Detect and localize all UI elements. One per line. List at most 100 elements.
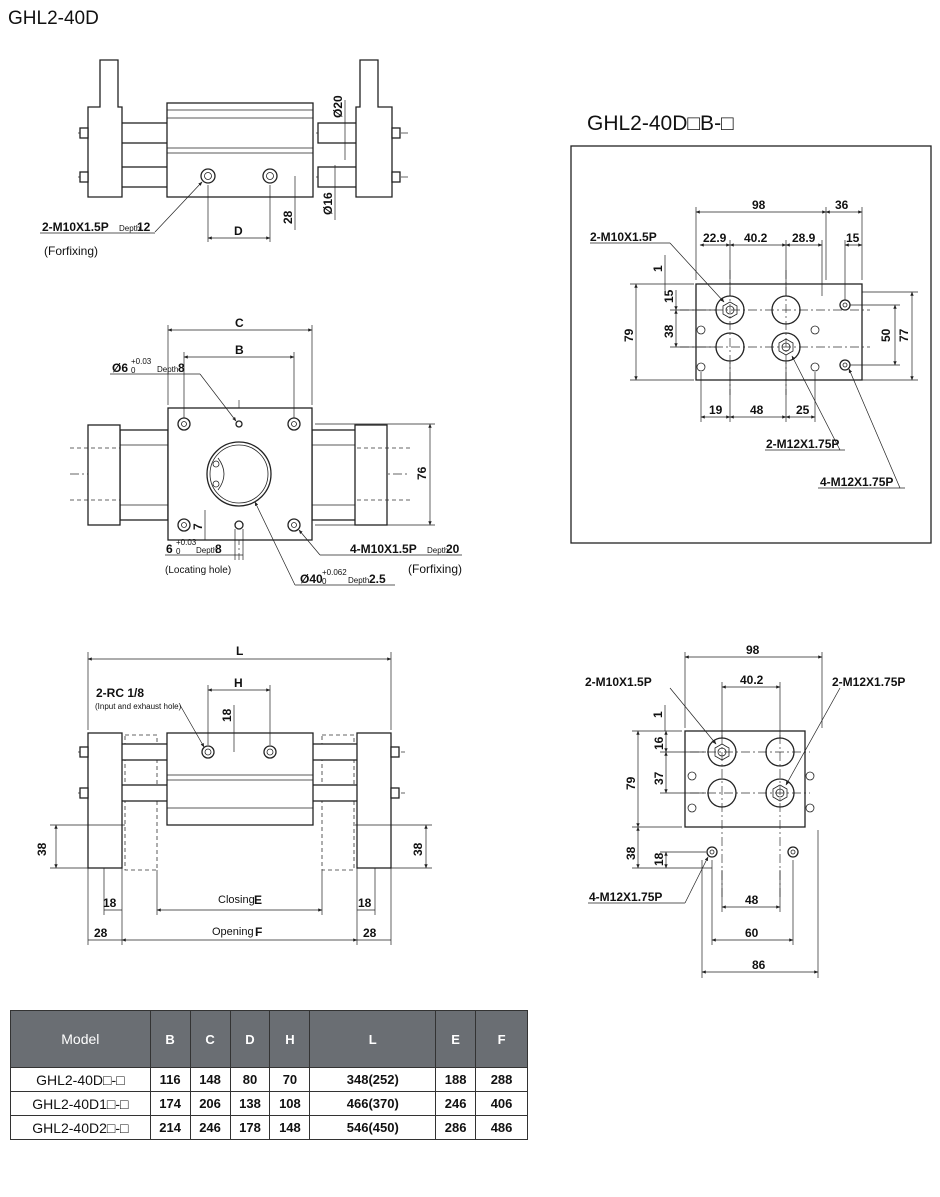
b-dim-15-top: 15: [846, 231, 860, 245]
col-C: C: [189, 1010, 231, 1068]
cell: 178: [229, 1115, 271, 1140]
cell: 138: [229, 1091, 271, 1116]
dim-28-right: 28: [363, 926, 377, 940]
cell: 188: [435, 1067, 477, 1092]
table-row: GHL2-40D□-□ 116 148 80 70 348(252) 188 2…: [10, 1067, 528, 1092]
cell: 116: [149, 1067, 191, 1092]
dim-18-top: 18: [220, 708, 234, 722]
table-header-row: Model B C D H L E F: [10, 1010, 528, 1068]
dim-18-right: 18: [358, 896, 372, 910]
b-dim-50: 50: [879, 328, 893, 342]
table-row: GHL2-40D1□-□ 174 206 138 108 466(370) 24…: [10, 1091, 528, 1116]
b-dim-19: 19: [709, 403, 723, 417]
dim-76: 76: [415, 466, 429, 480]
pin-depth-word: Depth: [157, 365, 178, 374]
dim-H: H: [234, 676, 243, 690]
cell: 108: [269, 1091, 311, 1116]
e-dim-18: 18: [652, 852, 666, 866]
loc-note: (Locating hole): [165, 565, 231, 576]
cell: 286: [435, 1115, 477, 1140]
e-dim-79: 79: [624, 776, 638, 790]
cell: 214: [149, 1115, 191, 1140]
top-view: D 28 Ø20 Ø16 2-M10X1.5P Depth 12 (Forfix…: [40, 59, 408, 258]
cell: 348(252): [309, 1067, 437, 1092]
thread-main: 2-M10X1.5P: [42, 220, 109, 234]
dim-D: D: [234, 224, 243, 238]
b-dim-40-2: 40.2: [744, 231, 768, 245]
dim-d16: Ø16: [321, 192, 335, 215]
b-dim-1: 1: [651, 265, 665, 272]
dim-d20: Ø20: [331, 95, 345, 118]
b-thread-m12-2: 2-M12X1.75P: [766, 437, 839, 451]
b-dim-48: 48: [750, 403, 764, 417]
cell: 246: [435, 1091, 477, 1116]
cell-model: GHL2-40D2□-□: [10, 1115, 151, 1140]
fix-depth: 20: [446, 542, 460, 556]
dim-28-top: 28: [281, 210, 295, 224]
dim-38-left: 38: [35, 842, 49, 856]
e-dim-86: 86: [752, 958, 766, 972]
dim-7: 7: [191, 523, 205, 530]
e-thread-m10: 2-M10X1.5P: [585, 675, 652, 689]
col-E: E: [435, 1010, 477, 1068]
loc-size: 6: [166, 542, 173, 556]
cell: 206: [189, 1091, 231, 1116]
col-H: H: [269, 1010, 311, 1068]
closing-word: Closing: [218, 894, 255, 906]
port-label: 2-RC 1/8: [96, 686, 144, 700]
bore-tol-upper: +0.062: [322, 568, 347, 577]
bore-tol-lower: 0: [322, 577, 327, 586]
cell: 174: [149, 1091, 191, 1116]
b-dim-28-9: 28.9: [792, 231, 816, 245]
table-row: GHL2-40D2□-□ 214 246 178 148 546(450) 28…: [10, 1115, 528, 1140]
loc-depth: 8: [215, 542, 222, 556]
bore-depth: 2.5: [369, 572, 386, 586]
loc-depth-word: Depth: [196, 546, 217, 555]
b-dim-15-left: 15: [662, 289, 676, 303]
cell: 466(370): [309, 1091, 437, 1116]
cell: 148: [269, 1115, 311, 1140]
e-dim-60: 60: [745, 926, 759, 940]
e-dim-98: 98: [746, 643, 760, 657]
e-dim-40-2: 40.2: [740, 673, 764, 687]
cell: 246: [189, 1115, 231, 1140]
col-model: Model: [10, 1010, 151, 1068]
cell-model: GHL2-40D□-□: [10, 1067, 151, 1092]
loc-tol-upper: +0.03: [176, 538, 197, 547]
opening-letter: F: [255, 925, 262, 939]
thread-depth-word: Depth: [119, 224, 140, 233]
end-detail-view: 98 40.2 2-M10X1.5P 2-M12X1.75P 79 1 16 3…: [585, 643, 905, 978]
spec-table: Model B C D H L E F GHL2-40D□-□ 116 148 …: [10, 1010, 528, 1140]
fix-depth-word: Depth: [427, 546, 448, 555]
variant-title: GHL2-40D□B-□: [587, 112, 734, 135]
dim-B: B: [235, 343, 244, 357]
cell: 80: [229, 1067, 271, 1092]
e-dim-37: 37: [652, 771, 666, 785]
pin-tol-upper: +0.03: [131, 357, 152, 366]
dim-18-left: 18: [103, 896, 117, 910]
col-D: D: [229, 1010, 271, 1068]
e-thread-m12-2: 2-M12X1.75P: [832, 675, 905, 689]
cell: 288: [475, 1067, 528, 1092]
cell: 70: [269, 1067, 311, 1092]
closing-letter: E: [254, 893, 262, 907]
bore-dia: Ø40: [300, 572, 323, 586]
b-dim-98: 98: [752, 198, 766, 212]
col-L: L: [309, 1010, 437, 1068]
dim-C: C: [235, 316, 244, 330]
dim-38-right: 38: [411, 842, 425, 856]
side-view: L H 18 2-RC 1/8 (Input and exhaust hole)…: [35, 644, 432, 945]
cell: 486: [475, 1115, 528, 1140]
pin-hole: Ø6: [112, 361, 128, 375]
opening-word: Opening: [212, 926, 254, 938]
dim-28-left: 28: [94, 926, 108, 940]
b-dim-77: 77: [897, 328, 911, 342]
e-dim-48: 48: [745, 893, 759, 907]
pin-depth: 8: [178, 361, 185, 375]
b-dim-25: 25: [796, 403, 810, 417]
front-view: C B Ø6 +0.03 0 Depth 8 76 7 6 +0.03 0 De…: [70, 316, 462, 586]
b-dim-22-9: 22.9: [703, 231, 727, 245]
cell-model: GHL2-40D1□-□: [10, 1091, 151, 1116]
main-title: GHL2-40D: [8, 8, 99, 29]
bore-depth-word: Depth: [348, 576, 369, 585]
